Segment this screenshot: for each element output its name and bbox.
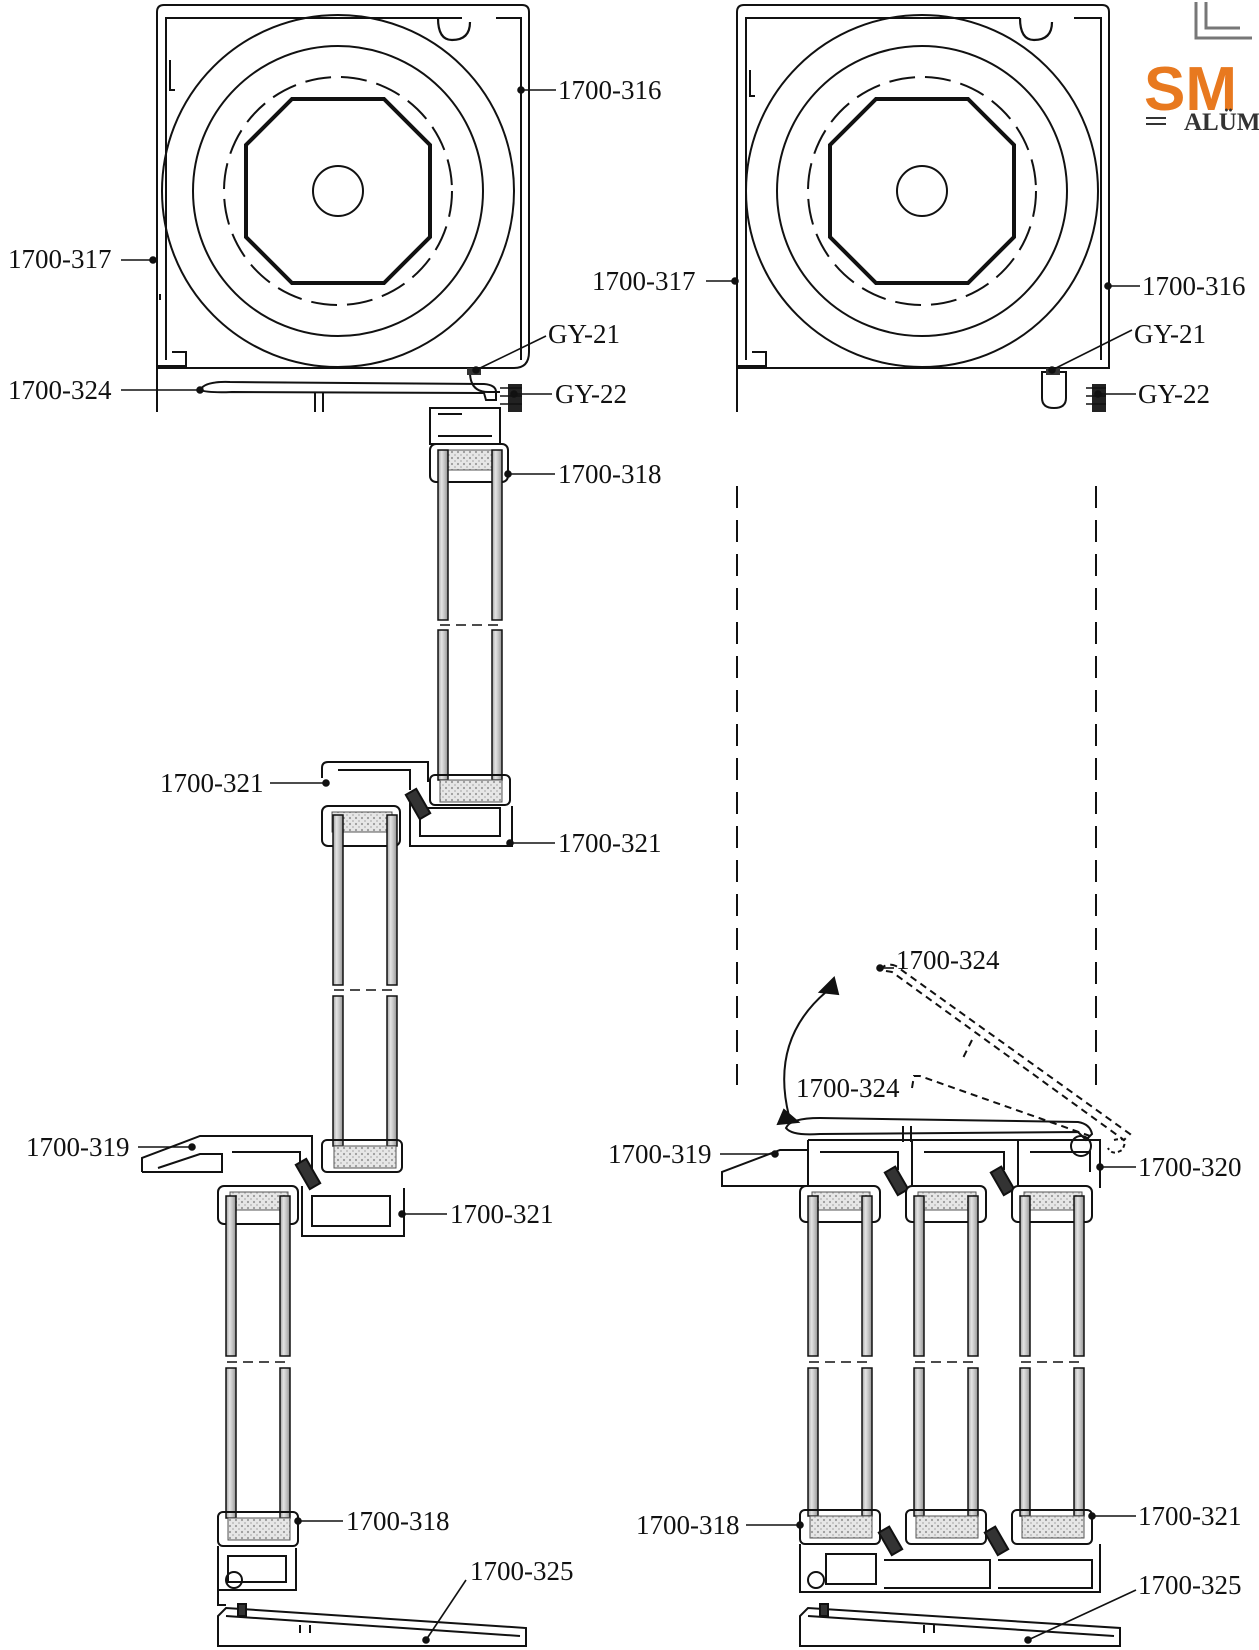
left-upper-frame [429,407,501,445]
left-rail-324 [198,380,497,412]
label-right-1700-320: 1700-320 [1138,1152,1242,1182]
label-left-1700-316: 1700-316 [558,75,662,105]
right-top-hook [1018,17,1054,42]
right-seals [1046,368,1106,412]
left-seals [467,368,522,412]
left-top-hook [436,17,472,42]
label-left-1700-317: 1700-317 [8,244,112,274]
label-left-gy-21: GY-21 [548,319,620,349]
logo-main-text: SM [1144,55,1237,124]
label-right-1700-316: 1700-316 [1142,271,1246,301]
label-right-1700-318: 1700-318 [636,1510,740,1540]
label-left-1700-325: 1700-325 [470,1556,574,1586]
label-right-1700-324-raised: 1700-324 [896,945,1000,975]
right-rail-motion [776,963,1132,1154]
label-left-1700-321-mid-right: 1700-321 [558,828,662,858]
left-mid-glass [321,805,403,1173]
right-roller-box [736,4,1110,412]
label-left-1700-321-mid-left: 1700-321 [160,768,264,798]
left-upper-glass [429,443,511,806]
left-roller-box [156,4,530,412]
label-right-1700-317: 1700-317 [592,266,696,296]
label-right-gy-21: GY-21 [1134,319,1206,349]
left-lower-glass [217,1185,299,1547]
label-right-1700-324-mid: 1700-324 [796,1073,900,1103]
logo-glyph [1194,2,1252,40]
label-left-1700-318-bottom: 1700-318 [346,1506,450,1536]
right-panel-1 [799,1185,881,1545]
label-right-gy-22: GY-22 [1138,379,1210,409]
label-left-1700-321-low: 1700-321 [450,1199,554,1229]
left-mid-step [321,761,513,847]
left-bottom-rail-325 [217,1603,527,1647]
right-bottom-frame [799,1525,1101,1593]
right-sill-319 [721,1139,1101,1197]
brand-logo: SM ALÜM [1144,2,1259,136]
right-rail-324 [784,1116,1094,1157]
left-bottom-frame [217,1546,297,1606]
right-bottom-rail-325 [799,1603,1121,1647]
right-panel-2 [905,1185,987,1545]
right-glass-stack [799,1185,1093,1545]
label-left-gy-22: GY-22 [555,379,627,409]
label-right-1700-321: 1700-321 [1138,1501,1242,1531]
label-left-1700-324: 1700-324 [8,375,112,405]
label-left-1700-318-top: 1700-318 [558,459,662,489]
label-right-1700-325: 1700-325 [1138,1570,1242,1600]
leader-lines [121,86,1140,1644]
label-right-1700-319: 1700-319 [608,1139,712,1169]
label-left-1700-319: 1700-319 [26,1132,130,1162]
right-guide-lines [736,486,1097,1085]
right-panel-3 [1011,1185,1093,1545]
logo-sub-text: ALÜM [1184,109,1259,136]
